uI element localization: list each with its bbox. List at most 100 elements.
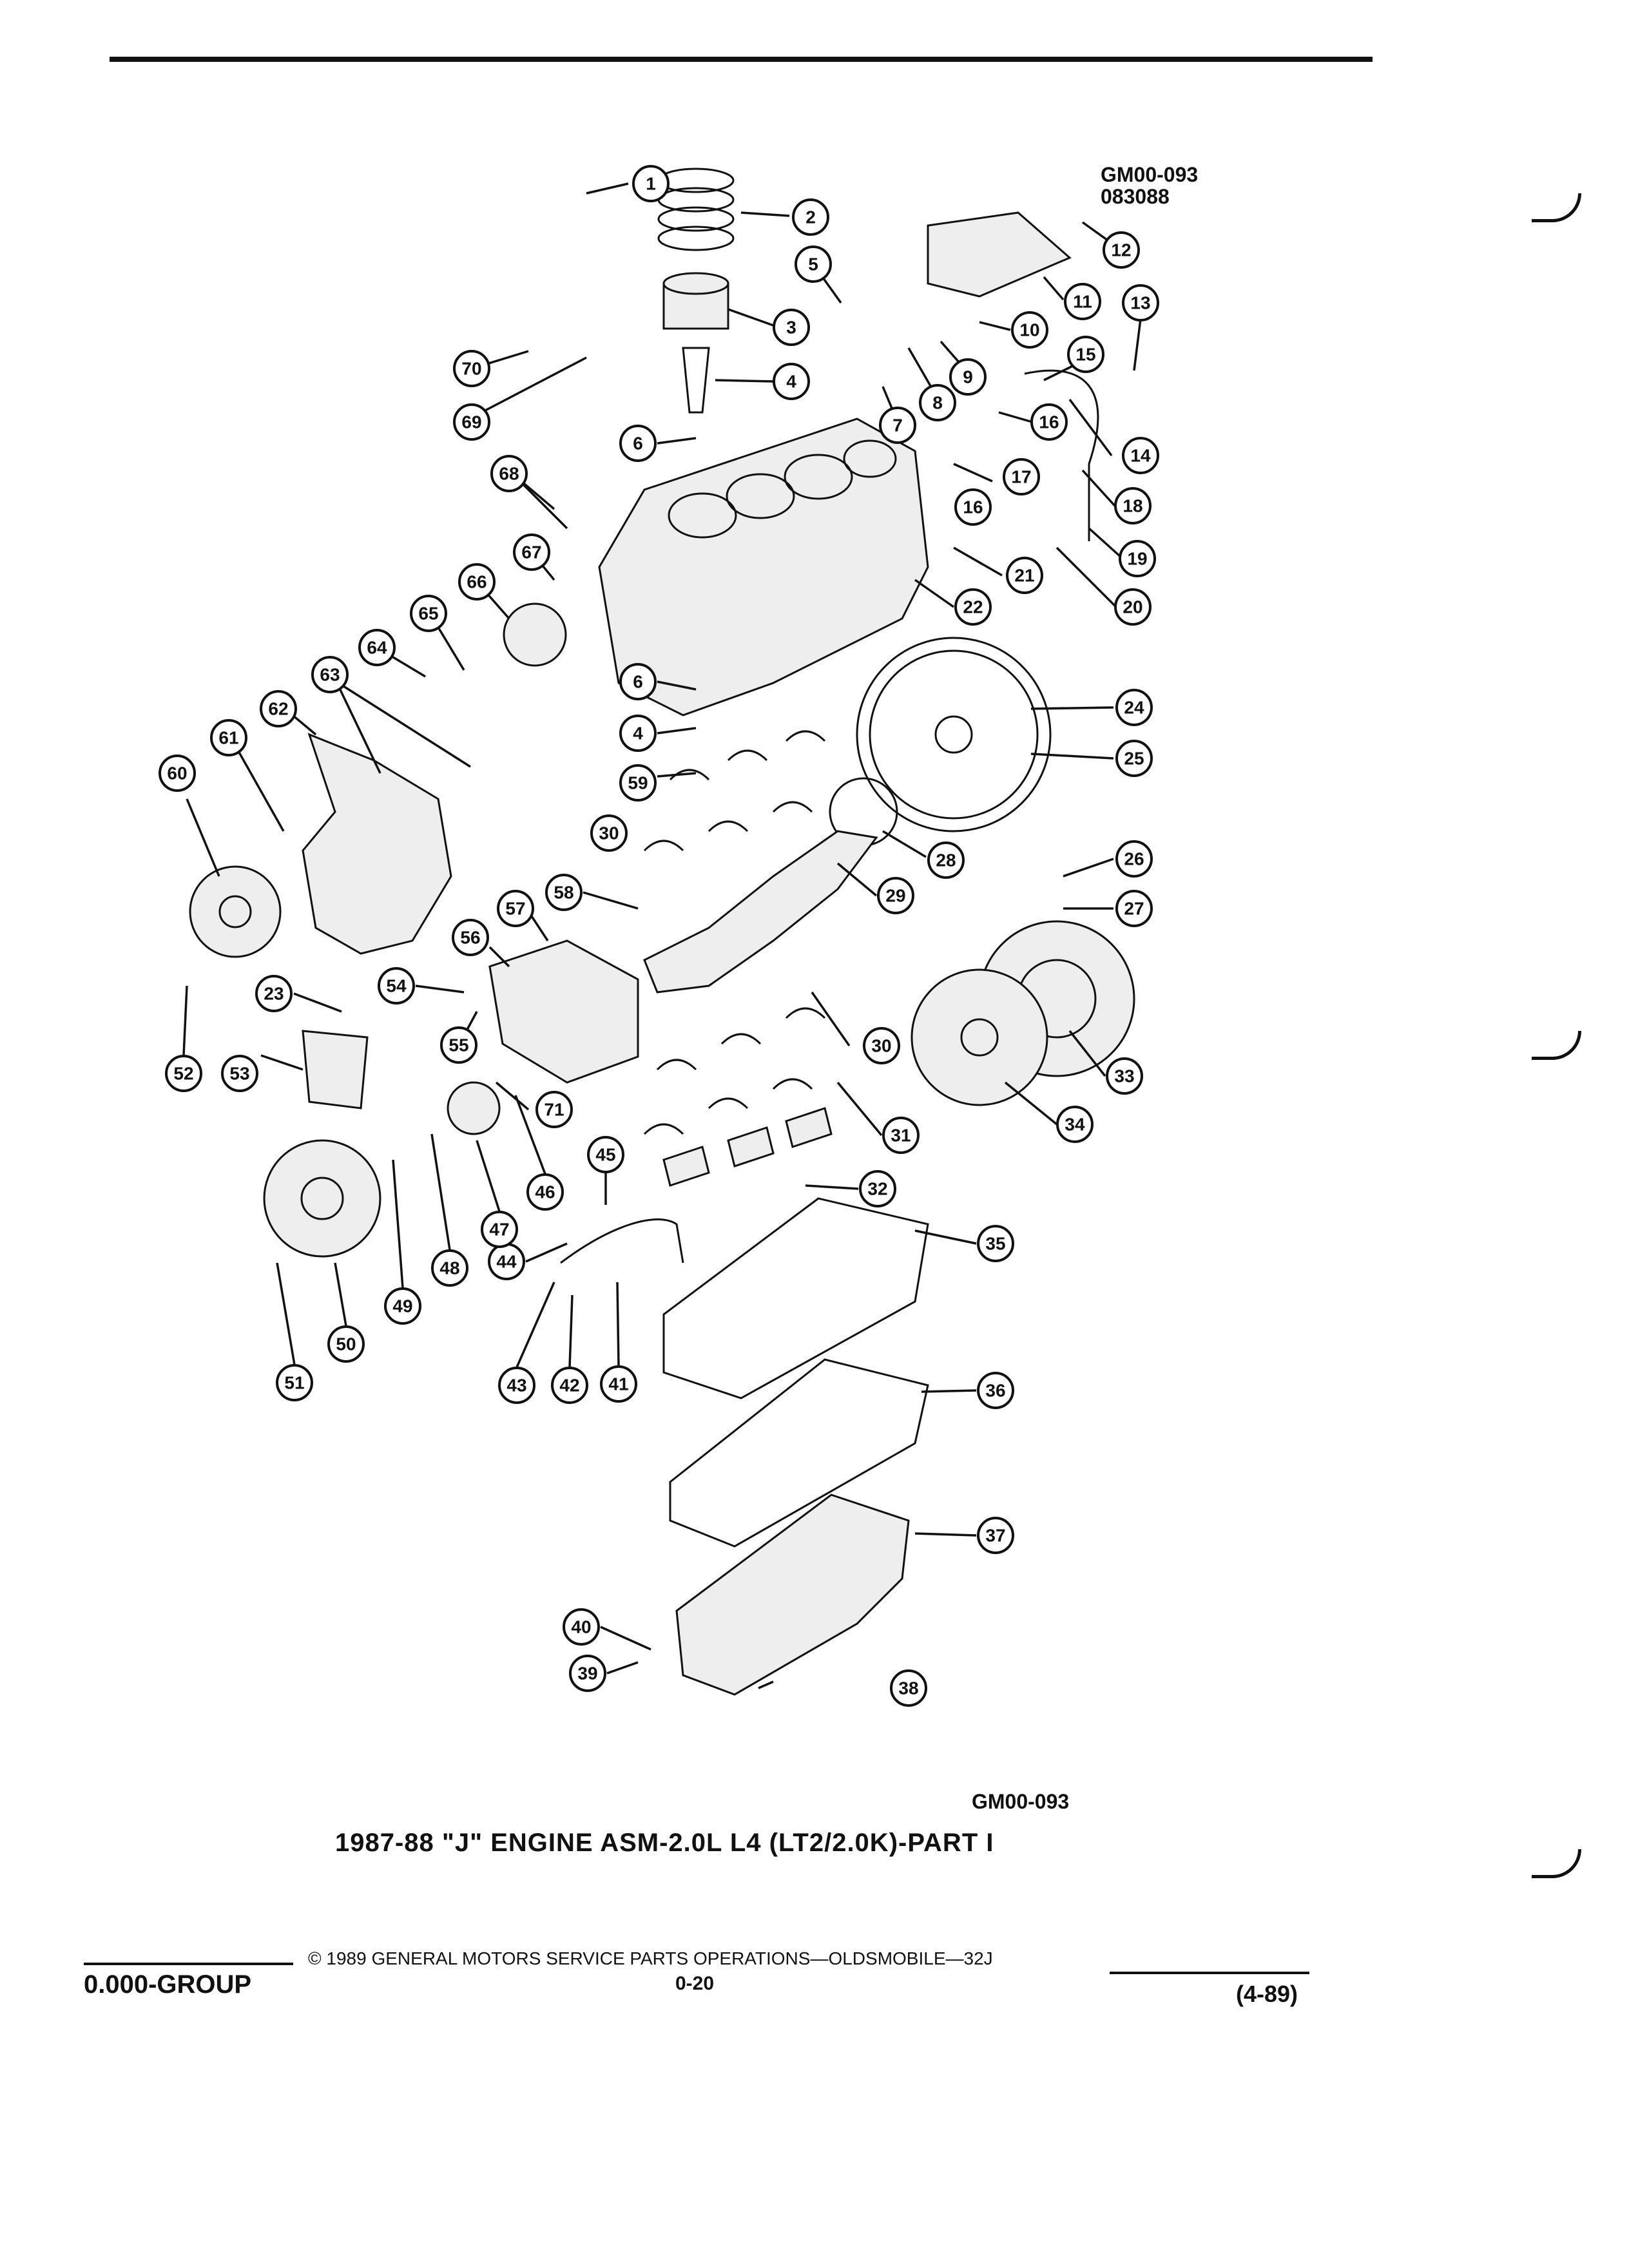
callout-52-label: 52 (173, 1064, 193, 1084)
callout-61: 61 (210, 719, 247, 756)
callout-6b: 6 (619, 663, 657, 700)
callout-44-label: 44 (496, 1252, 517, 1272)
starter-motor (927, 211, 1072, 298)
callout-14: 14 (1122, 437, 1159, 474)
callout-38-label: 38 (898, 1678, 918, 1698)
callout-15-label: 15 (1075, 345, 1095, 365)
callout-47-label: 47 (489, 1220, 509, 1240)
callout-6-label: 6 (633, 434, 643, 454)
footer-right-rule (1110, 1972, 1309, 1974)
callout-4b: 4 (619, 715, 657, 752)
callout-50: 50 (327, 1325, 365, 1363)
callout-52: 52 (165, 1055, 202, 1092)
callout-40: 40 (563, 1608, 600, 1646)
callout-65: 65 (410, 595, 447, 632)
callout-46: 46 (526, 1173, 564, 1211)
callout-6b-label: 6 (633, 672, 643, 692)
callout-37-label: 37 (985, 1526, 1005, 1546)
callout-35-label: 35 (985, 1234, 1005, 1254)
callout-18-label: 18 (1123, 496, 1142, 516)
callout-68: 68 (490, 455, 528, 492)
callout-68-label: 68 (499, 464, 519, 484)
callout-36-label: 36 (985, 1381, 1005, 1401)
clutch-disc (911, 968, 1048, 1106)
callout-33: 33 (1106, 1057, 1143, 1095)
callout-48: 48 (431, 1249, 468, 1287)
callout-43: 43 (498, 1367, 535, 1404)
callout-46-label: 46 (535, 1182, 555, 1202)
callout-1-label: 1 (646, 174, 656, 194)
callout-22-label: 22 (963, 597, 983, 617)
flywheel (856, 637, 1052, 832)
callout-58-label: 58 (554, 883, 574, 903)
callout-16a: 16 (1030, 403, 1068, 441)
water-pump (503, 602, 567, 667)
callout-17-label: 17 (1011, 467, 1031, 487)
callout-32: 32 (859, 1170, 896, 1207)
callout-24-label: 24 (1124, 698, 1144, 718)
callout-9: 9 (949, 358, 987, 396)
callout-71-label: 71 (544, 1100, 564, 1120)
callout-5-label: 5 (808, 255, 818, 274)
callout-53-label: 53 (229, 1064, 249, 1084)
callout-48-label: 48 (439, 1258, 459, 1278)
callout-66: 66 (458, 563, 496, 601)
callout-8: 8 (919, 384, 956, 421)
callout-7-label: 7 (892, 416, 903, 436)
callout-15: 15 (1067, 336, 1104, 373)
top-rule (110, 57, 1373, 62)
piston-rings (657, 168, 735, 251)
callout-44: 44 (488, 1243, 525, 1280)
callout-39: 39 (569, 1655, 606, 1692)
callout-3-label: 3 (786, 318, 796, 338)
oil-pan (675, 1494, 910, 1696)
oil-pan-gasket (662, 1197, 929, 1399)
callout-24: 24 (1115, 689, 1153, 726)
pulley (189, 865, 282, 958)
callout-11: 11 (1064, 283, 1101, 320)
callout-64-label: 64 (367, 638, 387, 658)
callout-36: 36 (977, 1372, 1014, 1409)
callouts: 1 2 3 4 5 6 7 8 9 10 11 12 13 14 15 16 1… (159, 165, 1159, 1707)
callout-4b-label: 4 (633, 724, 643, 744)
callout-30b: 30 (863, 1027, 900, 1064)
callout-13-label: 13 (1130, 293, 1150, 313)
footer-left-rule (84, 1963, 293, 1965)
oil-pickup-tube (1024, 369, 1099, 541)
callout-56: 56 (452, 919, 489, 956)
footer-copyright: © 1989 GENERAL MOTORS SERVICE PARTS OPER… (308, 1948, 993, 1968)
callout-19: 19 (1119, 540, 1156, 577)
callout-67-label: 67 (521, 543, 541, 562)
callout-28-label: 28 (936, 850, 956, 870)
callout-55-label: 55 (448, 1035, 468, 1055)
callout-17: 17 (1003, 458, 1040, 495)
callout-29-label: 29 (885, 886, 905, 906)
callout-8-label: 8 (932, 393, 943, 413)
callout-16b-label: 16 (963, 497, 983, 517)
callout-22: 22 (954, 588, 992, 626)
footer-page-number: 0-20 (675, 1973, 715, 1994)
crankshaft (643, 830, 878, 994)
callout-69: 69 (453, 403, 490, 441)
callout-9-label: 9 (963, 367, 973, 387)
callout-21-label: 21 (1014, 566, 1034, 586)
callout-23: 23 (255, 975, 293, 1012)
callout-67: 67 (513, 533, 550, 571)
callout-29: 29 (877, 877, 914, 914)
callout-59: 59 (619, 764, 657, 802)
callout-63: 63 (311, 656, 349, 693)
callout-7: 7 (879, 407, 916, 444)
callout-20: 20 (1114, 588, 1152, 626)
callout-63-label: 63 (320, 665, 340, 685)
oil-filter (302, 1030, 369, 1110)
callout-56-label: 56 (460, 928, 480, 948)
callout-60-label: 60 (167, 764, 187, 783)
figure-code: GM00-093 (972, 1790, 1070, 1813)
callout-10: 10 (1011, 311, 1048, 349)
callout-47: 47 (481, 1211, 518, 1248)
callout-30a-label: 30 (599, 823, 619, 843)
callout-4-label: 4 (786, 372, 796, 392)
figure-title: 1987-88 "J" ENGINE ASM-2.0L L4 (LT2/2.0K… (335, 1829, 994, 1857)
callout-16b: 16 (954, 488, 992, 526)
